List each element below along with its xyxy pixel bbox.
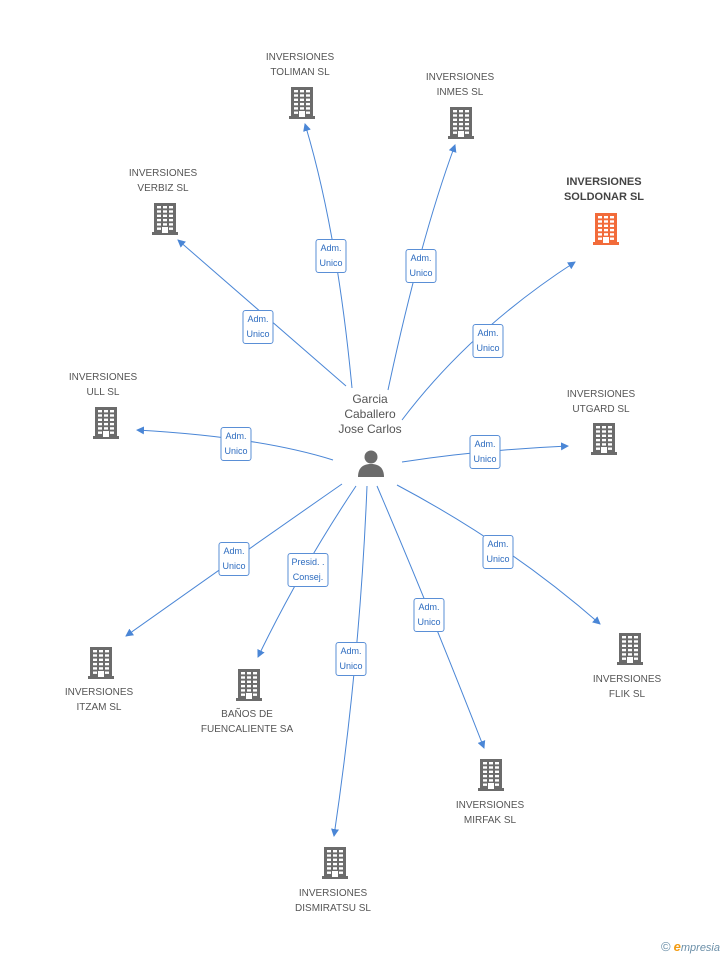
building-icon[interactable]: [88, 645, 114, 684]
company-name[interactable]: INVERSIONES UTGARD SL: [566, 389, 636, 415]
role-label[interactable]: Adm. Unico: [220, 427, 252, 461]
role-label[interactable]: Adm. Unico: [315, 239, 347, 273]
company-name[interactable]: INVERSIONES MIRFAK SL: [455, 800, 525, 826]
brand-logo-initial: e: [673, 939, 681, 954]
footer-brand[interactable]: ©empresia: [661, 939, 720, 954]
building-icon[interactable]: [593, 211, 619, 250]
role-label[interactable]: Adm. Unico: [218, 542, 250, 576]
role-label[interactable]: Adm. Unico: [472, 324, 504, 358]
role-label[interactable]: Adm. Unico: [482, 535, 514, 569]
role-label[interactable]: Adm. Unico: [413, 598, 445, 632]
company-name[interactable]: INVERSIONES FLIK SL: [592, 674, 662, 700]
company-name[interactable]: INVERSIONES SOLDONAR SL: [563, 176, 645, 203]
building-icon[interactable]: [93, 405, 119, 444]
company-name[interactable]: INVERSIONES ULL SL: [68, 372, 138, 398]
building-icon[interactable]: [152, 201, 178, 240]
building-icon[interactable]: [322, 845, 348, 884]
building-icon[interactable]: [617, 631, 643, 670]
role-label[interactable]: Presid. . Consej.: [287, 553, 329, 587]
company-name[interactable]: BAÑOS DE FUENCALIENTE SA: [200, 709, 294, 735]
building-icon[interactable]: [448, 105, 474, 144]
center-person-name: Garcia Caballero Jose Carlos: [338, 392, 402, 436]
role-label[interactable]: Adm. Unico: [335, 642, 367, 676]
company-name[interactable]: INVERSIONES INMES SL: [425, 72, 495, 98]
copyright-symbol: ©: [661, 939, 671, 954]
person-icon[interactable]: [356, 449, 386, 482]
company-name[interactable]: INVERSIONES DISMIRATSU SL: [295, 888, 371, 914]
building-icon[interactable]: [289, 85, 315, 124]
company-name[interactable]: INVERSIONES ITZAM SL: [64, 687, 134, 713]
role-label[interactable]: Adm. Unico: [405, 249, 437, 283]
building-icon[interactable]: [236, 667, 262, 706]
company-name[interactable]: INVERSIONES VERBIZ SL: [128, 168, 198, 194]
building-icon[interactable]: [591, 421, 617, 460]
building-icon[interactable]: [478, 757, 504, 796]
brand-logo-text: mpresia: [680, 942, 720, 954]
role-label[interactable]: Adm. Unico: [242, 310, 274, 344]
role-label[interactable]: Adm. Unico: [469, 435, 501, 469]
company-name[interactable]: INVERSIONES TOLIMAN SL: [265, 52, 335, 78]
